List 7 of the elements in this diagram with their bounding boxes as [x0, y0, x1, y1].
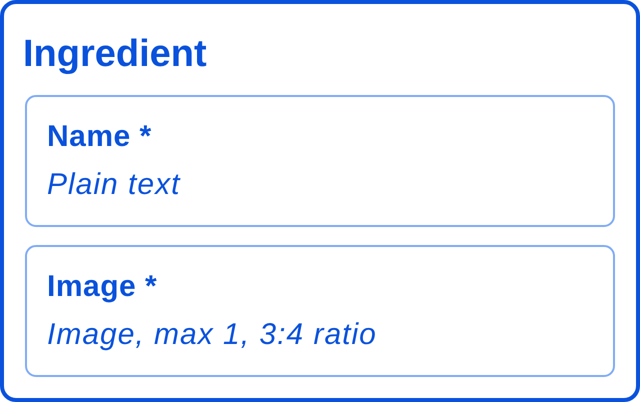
field-description: Image, max 1, 3:4 ratio	[47, 318, 377, 352]
field-label: Image *	[47, 270, 158, 304]
field-card	[25, 245, 615, 377]
field-label: Name *	[47, 120, 152, 154]
field-card	[25, 95, 615, 227]
field-description: Plain text	[47, 168, 180, 202]
card-title: Ingredient	[23, 33, 207, 77]
